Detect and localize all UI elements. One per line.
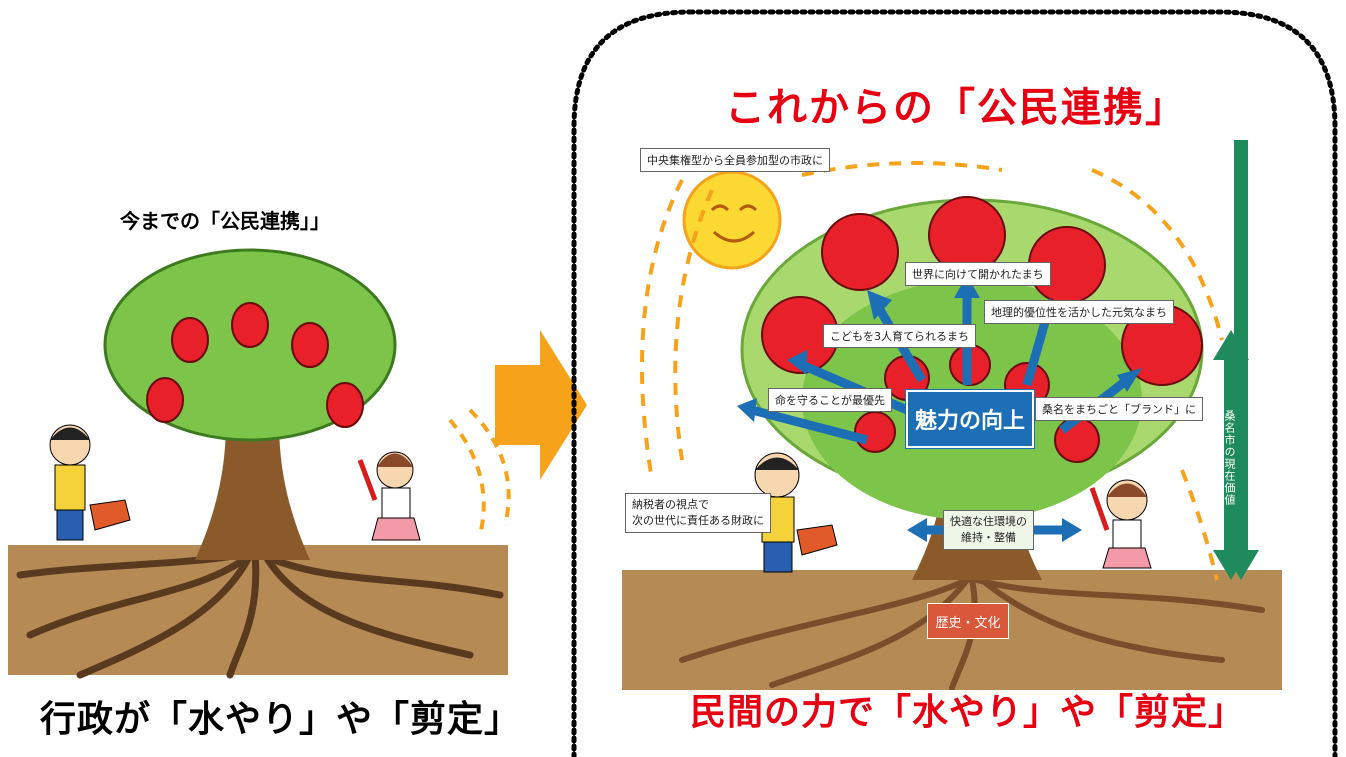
- boy-figure: [754, 452, 838, 573]
- branch-label-brand: 桑名をまちごと「ブランド」に: [1035, 397, 1203, 421]
- branch-label-world: 世界に向けて開かれたまち: [905, 262, 1051, 286]
- girl-figure: [357, 451, 421, 541]
- roots: [16, 551, 504, 679]
- transition-arrow: [495, 330, 587, 480]
- left-title: 今までの「公民連携」」: [120, 209, 330, 233]
- apples: [146, 302, 364, 428]
- right-panel-frame: [571, 9, 1338, 757]
- current-value-label: 桑名市の現在価値: [1223, 410, 1236, 506]
- right-title: これからの「公民連携」: [725, 85, 1187, 131]
- trunk: [195, 395, 310, 560]
- branch-label-life: 命を守ることが最優先: [768, 388, 892, 412]
- root-label: 歴史・文化: [927, 603, 1009, 639]
- taxpayer-line2: 次の世代に責任ある財政に: [632, 514, 764, 527]
- branch-label-children: こどもを3人育てられるまち: [823, 324, 976, 348]
- value-bars: [1213, 140, 1259, 580]
- roots: [679, 577, 1265, 690]
- left-tree-illustration: [8, 248, 511, 679]
- left-caption: 行政が「水やり」や「剪定」: [40, 699, 522, 740]
- future-value-label: 桑名市の将来価値: [1253, 280, 1266, 376]
- trunk-label-line1: 快適な住環境の: [950, 515, 1027, 528]
- girl-figure: [1089, 479, 1152, 569]
- boy-figure: [49, 424, 131, 541]
- right-caption: 民間の力で「水やり」や「剪定」: [690, 692, 1246, 733]
- sun-label: 中央集権型から全員参加型の市政に: [640, 148, 830, 172]
- wind-arcs: [448, 408, 511, 536]
- taxpayer-label: 納税者の視点で 次の世代に責任ある財政に: [625, 493, 771, 533]
- taxpayer-line1: 納税者の視点で: [632, 498, 709, 511]
- trunk-label-line2: 維持・整備: [961, 531, 1016, 544]
- branch-label-geography: 地理的優位性を活かした元気なまち: [984, 300, 1174, 324]
- trunk-label: 快適な住環境の 維持・整備: [943, 510, 1034, 550]
- center-label: 魅力の向上: [906, 390, 1034, 448]
